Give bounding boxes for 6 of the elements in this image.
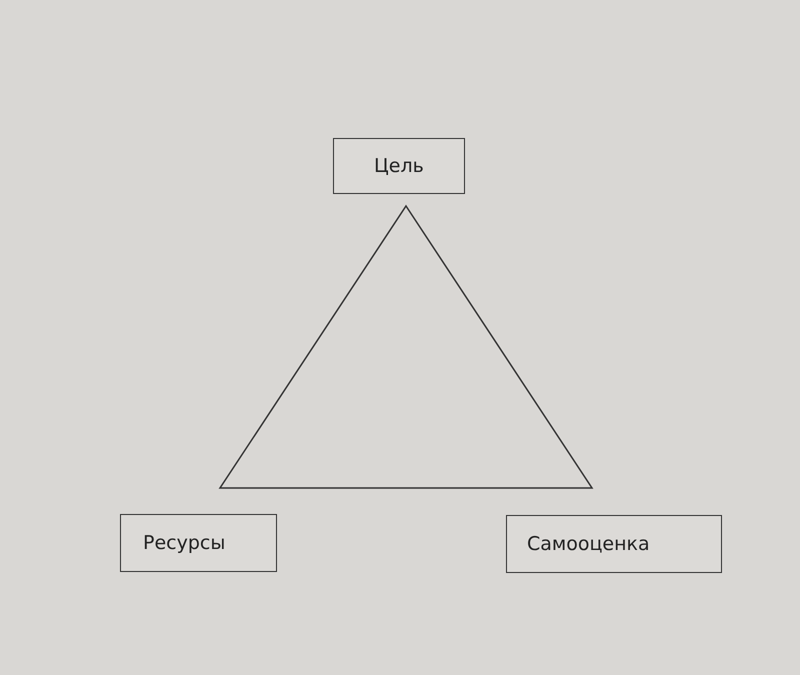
label-box [506,515,722,573]
box-label: Ресурсы [143,532,226,554]
box-label: Самооценка [527,533,650,555]
label-box [333,138,465,194]
box-label: Цель [374,155,424,177]
label-box [120,514,277,572]
